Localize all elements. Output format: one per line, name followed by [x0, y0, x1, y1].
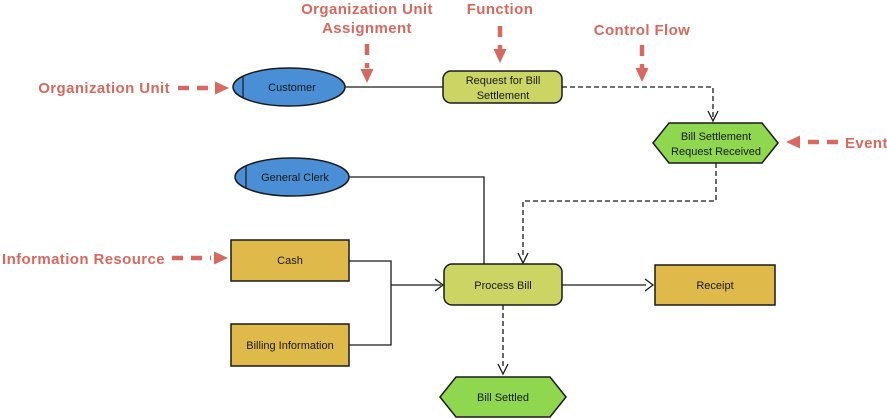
process-bill-label: Process Bill	[474, 280, 531, 292]
arrowhead-down-into-settled	[497, 363, 509, 376]
information-resource-label: Information Resource	[2, 251, 165, 268]
general-clerk-node[interactable]: General Clerk	[234, 157, 350, 197]
cash-rect[interactable]	[230, 239, 350, 282]
bill-settlement-request-received-hexagon[interactable]	[652, 122, 779, 164]
bill-settlement-request-received-node[interactable]: Bill Settlement Request Received	[652, 122, 779, 164]
billing-information-rect[interactable]	[230, 323, 350, 367]
org-unit-assignment-label-line1: Organization Unit	[301, 1, 433, 18]
bill-settled-hexagon[interactable]	[439, 376, 567, 418]
annotation-event: Event	[786, 135, 887, 152]
annotation-control-flow: Control Flow	[594, 22, 690, 82]
request-for-bill-settlement-rect[interactable]	[442, 70, 563, 104]
connector-event-process[interactable]	[522, 163, 717, 258]
general-clerk-ellipse[interactable]	[234, 157, 350, 197]
customer-ellipse[interactable]	[232, 67, 346, 107]
event1-label-line1: Bill Settlement	[681, 131, 751, 143]
billing-information-node[interactable]: Billing Information	[230, 323, 350, 367]
event-arrowhead	[786, 135, 800, 149]
function-arrowhead	[493, 49, 507, 63]
annotation-organization-unit: Organization Unit	[38, 80, 229, 97]
arrowhead-down-into-event	[707, 110, 719, 123]
request-label-line2: Settlement	[477, 90, 530, 102]
annotation-information-resource: Information Resource	[2, 251, 228, 268]
receipt-rect[interactable]	[654, 264, 776, 306]
connector-clerk-process[interactable]	[349, 176, 485, 264]
arrowhead-right-into-receipt	[644, 278, 655, 292]
general-clerk-label: General Clerk	[261, 172, 329, 184]
control-flow-arrowhead	[635, 68, 649, 82]
information-resource-arrowhead	[214, 251, 228, 265]
org-unit-assignment-arrowhead	[360, 69, 374, 83]
event-label: Event	[845, 135, 887, 152]
connector-resources-bus[interactable]	[349, 260, 392, 346]
billing-information-label: Billing Information	[246, 340, 333, 352]
process-bill-rect[interactable]	[443, 263, 563, 306]
request-label-line1: Request for Bill	[466, 75, 541, 87]
org-unit-assignment-label-line2: Assignment	[322, 20, 412, 37]
process-bill-node[interactable]: Process Bill	[443, 263, 563, 306]
request-for-bill-settlement-node[interactable]: Request for Bill Settlement	[442, 70, 563, 104]
event1-label-line2: Request Received	[671, 146, 761, 158]
arrowhead-down-into-process	[517, 252, 529, 265]
annotation-org-unit-assignment: Organization Unit Assignment	[301, 1, 433, 83]
receipt-label: Receipt	[696, 280, 733, 292]
control-flow-label: Control Flow	[594, 22, 690, 39]
connector-request-event[interactable]	[562, 86, 714, 117]
annotation-function: Function	[467, 1, 534, 63]
cash-node[interactable]: Cash	[230, 239, 350, 282]
arrowhead-right-into-process	[434, 278, 445, 292]
bill-settled-label: Bill Settled	[477, 392, 529, 404]
bill-settled-node[interactable]: Bill Settled	[439, 376, 567, 418]
organization-unit-label: Organization Unit	[38, 80, 170, 97]
function-label: Function	[467, 1, 534, 18]
organization-unit-arrowhead	[215, 81, 229, 95]
customer-label: Customer	[268, 82, 316, 94]
receipt-node[interactable]: Receipt	[654, 264, 776, 306]
cash-label: Cash	[277, 255, 303, 267]
customer-node[interactable]: Customer	[232, 67, 346, 107]
